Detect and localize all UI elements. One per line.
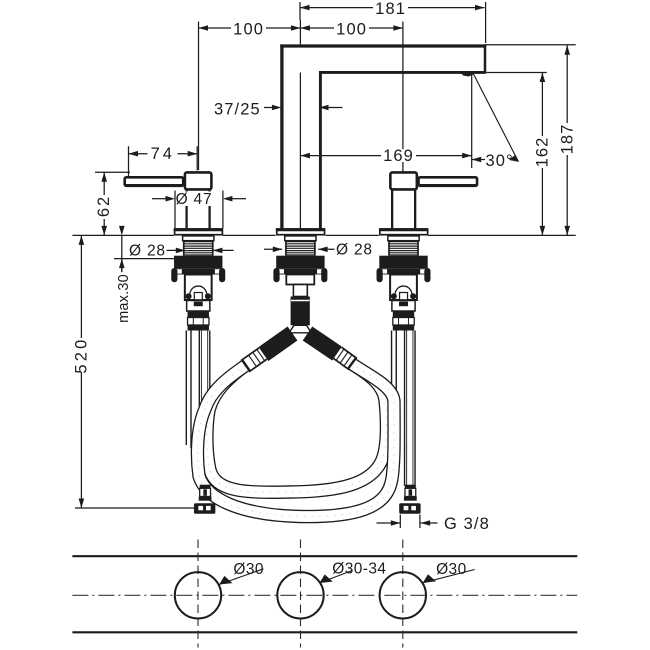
svg-text:G 3/8: G 3/8 <box>444 515 490 533</box>
svg-text:Ø30: Ø30 <box>233 561 264 578</box>
svg-text:181: 181 <box>375 0 406 18</box>
svg-text:30°: 30° <box>486 152 514 170</box>
svg-text:Ø 28: Ø 28 <box>336 242 373 259</box>
svg-text:max.30: max.30 <box>116 274 132 323</box>
svg-text:Ø30: Ø30 <box>436 561 467 578</box>
svg-text:37/25: 37/25 <box>214 101 261 119</box>
svg-text:Ø 47: Ø 47 <box>176 191 213 208</box>
svg-text:Ø30-34: Ø30-34 <box>332 561 386 578</box>
svg-text:62: 62 <box>95 195 113 217</box>
svg-text:520: 520 <box>73 336 91 373</box>
svg-text:100: 100 <box>336 20 367 38</box>
svg-text:162: 162 <box>534 137 552 168</box>
svg-text:Ø 28: Ø 28 <box>129 243 166 260</box>
svg-text:187: 187 <box>559 124 577 155</box>
svg-text:169: 169 <box>383 147 414 165</box>
svg-text:100: 100 <box>233 20 264 38</box>
svg-text:74: 74 <box>151 145 175 163</box>
